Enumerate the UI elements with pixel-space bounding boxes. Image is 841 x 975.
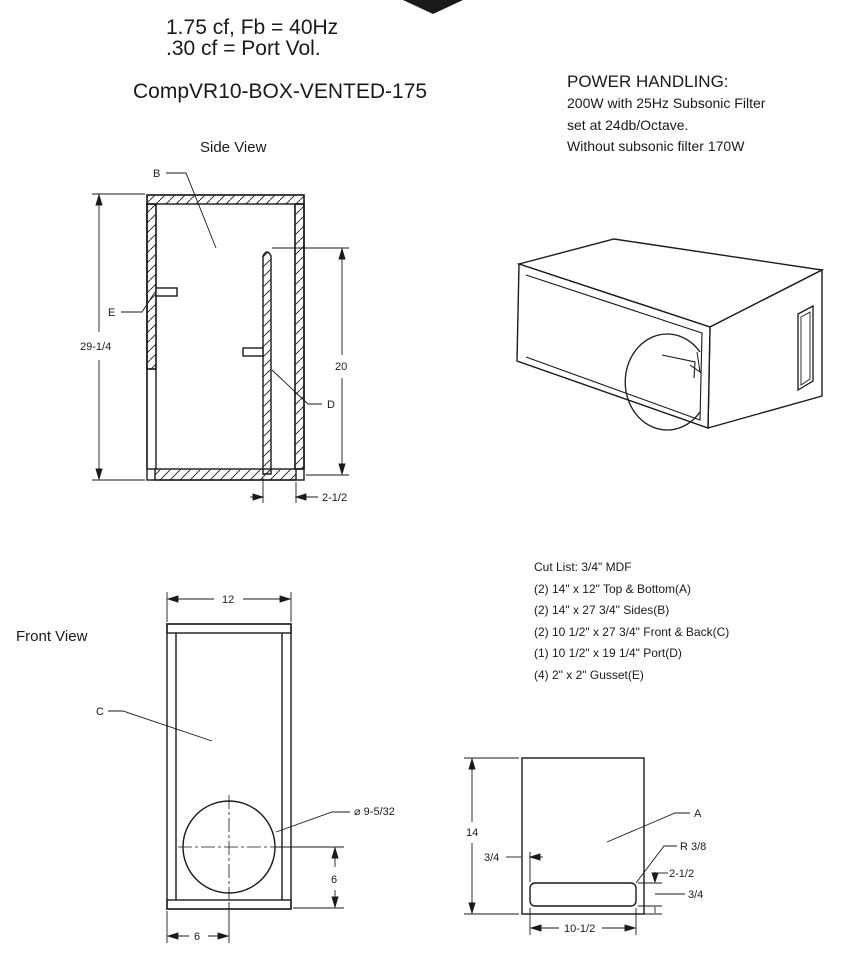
front-view-dimensions xyxy=(108,592,350,943)
cut-list-item: (2) 14" x 12" Top & Bottom(A) xyxy=(534,582,692,596)
front-view-label: Front View xyxy=(16,628,88,645)
front-top-panel xyxy=(166,623,292,634)
dim-center-height: 6 xyxy=(331,874,337,886)
front-centerlines xyxy=(178,795,281,900)
spec-port-volume: .30 cf = Port Vol. xyxy=(166,37,321,60)
power-handling-line-1: 200W with 25Hz Subsonic Filter xyxy=(567,95,766,111)
dim-port-slot-height: 2-1/2 xyxy=(669,868,694,880)
dim-port-height: 20 xyxy=(335,361,347,373)
side-view-drawing xyxy=(146,194,305,481)
top-arrow-marker xyxy=(403,0,463,14)
dim-port-radius: R 3/8 xyxy=(680,841,706,853)
dim-port-inset: 3/4 xyxy=(484,852,499,864)
power-handling-line-3: Without subsonic filter 170W xyxy=(567,138,745,154)
dim-port-slot-thickness: 3/4 xyxy=(688,889,703,901)
side-left-wall-hatch xyxy=(146,203,157,370)
gusset-upper xyxy=(155,287,178,297)
port-view-drawing xyxy=(521,757,645,915)
side-bottom-panel xyxy=(154,468,297,481)
dim-front-width: 12 xyxy=(222,594,234,606)
isometric-box-drawing xyxy=(516,238,825,431)
cut-list-item: (1) 10 1/2" x 19 1/4" Port(D) xyxy=(534,646,682,660)
dim-port-slot-width: 10-1/2 xyxy=(564,923,595,935)
port-slot xyxy=(529,882,637,907)
port-board xyxy=(262,251,272,475)
drawing-title: CompVR10-BOX-VENTED-175 xyxy=(133,80,428,103)
dim-port-view-height: 14 xyxy=(466,827,478,839)
side-top-panel xyxy=(146,194,305,205)
power-handling-title: POWER HANDLING: xyxy=(567,72,729,91)
callout-e: E xyxy=(108,307,115,319)
dim-hole-diameter: ⌀ 9-5/32 xyxy=(354,806,395,818)
spec-volume-tuning: 1.75 cf, Fb = 40Hz xyxy=(166,16,339,39)
power-handling-line-2: set at 24db/Octave. xyxy=(567,117,689,133)
callout-c: C xyxy=(96,706,104,718)
cut-list-item: (2) 10 1/2" x 27 3/4" Front & Back(C) xyxy=(534,625,730,639)
dim-port-gap: 2-1/2 xyxy=(322,492,347,504)
gusset-lower xyxy=(242,347,264,357)
side-outline xyxy=(146,194,305,481)
port-view-outline xyxy=(521,757,645,915)
side-view-dimensions xyxy=(92,172,349,503)
side-view-label: Side View xyxy=(200,139,267,156)
cut-list-title: Cut List: 3/4" MDF xyxy=(534,560,632,574)
cut-list-item: (4) 2" x 2" Gusset(E) xyxy=(534,668,644,682)
callout-b: B xyxy=(153,168,160,180)
cut-list-item: (2) 14" x 27 3/4" Sides(B) xyxy=(534,603,670,617)
port-view-dimensions xyxy=(464,757,690,935)
dim-center-offset: 6 xyxy=(194,931,200,943)
callout-d: D xyxy=(327,399,335,411)
callout-a: A xyxy=(694,808,702,820)
dim-side-height: 29-1/4 xyxy=(80,341,111,353)
